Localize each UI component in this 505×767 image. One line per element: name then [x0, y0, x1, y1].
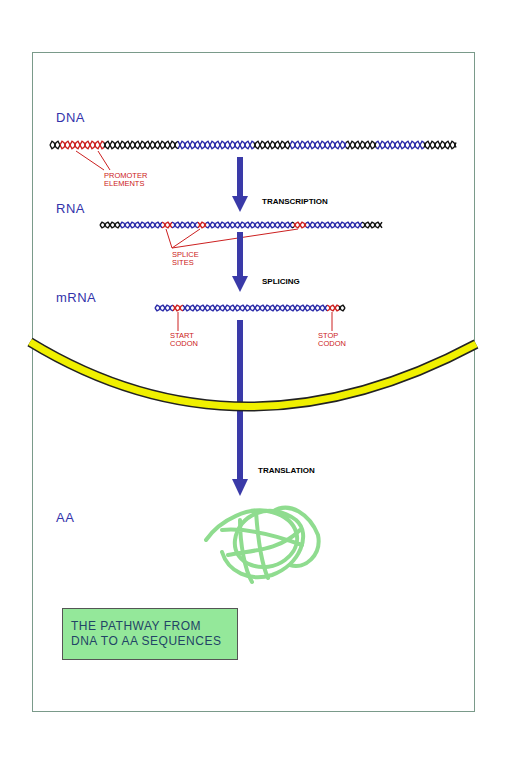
strand-segment [327, 305, 339, 311]
strand-segment [162, 222, 172, 228]
strand-segment [290, 141, 346, 149]
strand-segment [60, 141, 104, 149]
strand-segment [294, 222, 306, 228]
strand-segment [339, 306, 345, 311]
strand-segment [327, 305, 339, 311]
strand-segment [100, 222, 120, 228]
mrna-label: mRNA [56, 290, 96, 305]
strand-segment [206, 222, 292, 228]
strand-segment [198, 222, 206, 228]
strand-segment [183, 305, 327, 311]
nuclear-membrane [30, 342, 476, 407]
strand-segment [306, 222, 362, 228]
strand-segment [290, 141, 346, 149]
process-arrows [232, 157, 248, 496]
step-label: SPLICING [262, 277, 300, 286]
strand-segment [346, 141, 376, 149]
strand-segment [155, 305, 173, 311]
caption-text: THE PATHWAY FROM DNA TO AA SEQUENCES [71, 619, 229, 649]
strand-segment [60, 141, 104, 149]
leader-lines [76, 151, 332, 331]
strand-segment [254, 141, 290, 149]
strand-segment [292, 227, 294, 228]
strand-segment [376, 141, 424, 149]
strand-segment [424, 141, 456, 149]
codon-label: START CODON [170, 332, 200, 348]
strand-segment [172, 222, 198, 228]
strand-segment [178, 141, 254, 149]
step-label: TRANSCRIPTION [262, 197, 328, 206]
strand-segment [346, 141, 376, 149]
strand-segment [50, 141, 60, 149]
strand-segment [362, 222, 382, 228]
strand-segment [254, 141, 290, 149]
rna-label: RNA [56, 201, 85, 216]
caption-box: THE PATHWAY FROM DNA TO AA SEQUENCES [62, 608, 238, 660]
strand-segment [104, 141, 178, 149]
strand-segment [100, 222, 120, 228]
strand-segment [294, 222, 306, 228]
strand-segment [376, 141, 424, 149]
strand-segment [104, 141, 178, 149]
strand-segment [162, 222, 172, 228]
strand-segment [206, 222, 292, 228]
strand-segment [198, 222, 206, 228]
strand-segment [173, 305, 183, 311]
strand-segment [155, 305, 173, 311]
strand-segment [172, 222, 198, 228]
strand-segment [424, 141, 456, 149]
strand-segment [120, 222, 162, 228]
strand-segment [292, 222, 294, 223]
splice-label: SPLICE SITES [172, 251, 206, 267]
strand-segment [173, 305, 183, 311]
aa-label: AA [56, 510, 74, 525]
step-label: TRANSLATION [258, 466, 315, 475]
promoter-label: PROMOTER ELEMENTS [104, 172, 148, 188]
strand-segment [362, 222, 382, 228]
strand-segment [120, 222, 162, 228]
strand-segment [178, 141, 254, 149]
protein-fold [206, 508, 319, 582]
strand-segment [50, 141, 60, 149]
membrane-edge [30, 342, 476, 407]
codon-label: STOP CODON [318, 332, 348, 348]
nucleic-strands [50, 141, 456, 311]
strand-segment [183, 305, 327, 311]
strand-segment [306, 222, 362, 228]
dna-label: DNA [56, 110, 85, 125]
